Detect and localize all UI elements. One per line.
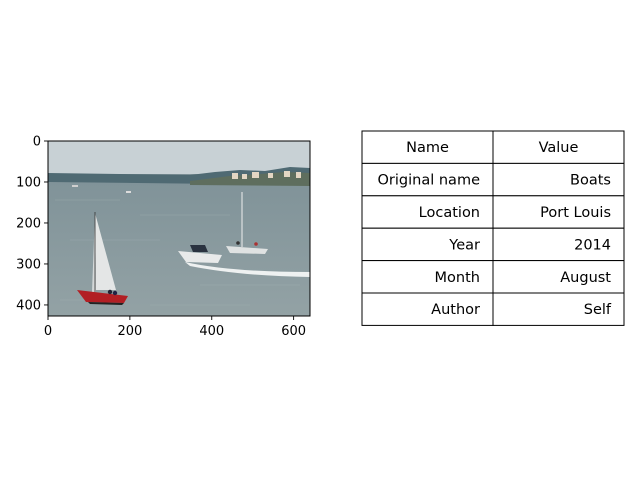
y-tick-label: 300 [16, 257, 41, 272]
y-tick-label: 400 [16, 298, 41, 313]
table-value-text: Boats [570, 173, 611, 189]
x-tick-label: 400 [199, 324, 224, 339]
table-key-text: Author [431, 302, 480, 318]
table-cell [361, 260, 494, 294]
table-key-text: Location [419, 205, 480, 221]
table-key-text: Original name [378, 173, 481, 189]
y-tick-label: 0 [33, 135, 41, 150]
table-cell [361, 292, 494, 326]
table-cell [492, 195, 625, 229]
table-header-text: Value [539, 140, 579, 156]
table-cell [492, 260, 625, 294]
table-value-text: Self [584, 302, 612, 318]
table-cell [361, 227, 494, 262]
y-tick-label: 100 [16, 175, 41, 190]
table-value-text: August [560, 270, 611, 286]
x-tick-label: 0 [44, 324, 52, 339]
y-tick-label: 200 [16, 216, 41, 231]
table-cell [492, 130, 625, 164]
table-cell [492, 162, 625, 197]
table-key-text: Year [448, 237, 480, 253]
x-tick-label: 600 [281, 324, 306, 339]
table-row: Author Self [361, 292, 625, 326]
table-row: Location Port Louis [361, 195, 625, 229]
image-frame [47, 140, 311, 317]
table-value-text: 2014 [574, 237, 611, 253]
table-cell [492, 292, 625, 326]
table-row: Year 2014 [361, 227, 625, 262]
y-axis-ticks: 0 100 200 300 400 [16, 135, 48, 313]
table-cell [361, 130, 494, 164]
table-key-text: Month [435, 270, 480, 286]
x-tick-label: 200 [117, 324, 142, 339]
table-header-row: Name Value [361, 130, 625, 164]
image-axes: 0 200 400 600 0 100 200 300 400 [16, 135, 311, 339]
table-value-text: Port Louis [540, 205, 611, 221]
table-header-text: Name [406, 140, 449, 156]
table-row: Month August [361, 260, 625, 294]
table-row: Original name Boats [361, 162, 625, 197]
table-cell [492, 227, 625, 262]
boats-photo [48, 141, 310, 316]
x-axis-ticks: 0 200 400 600 [44, 316, 306, 339]
